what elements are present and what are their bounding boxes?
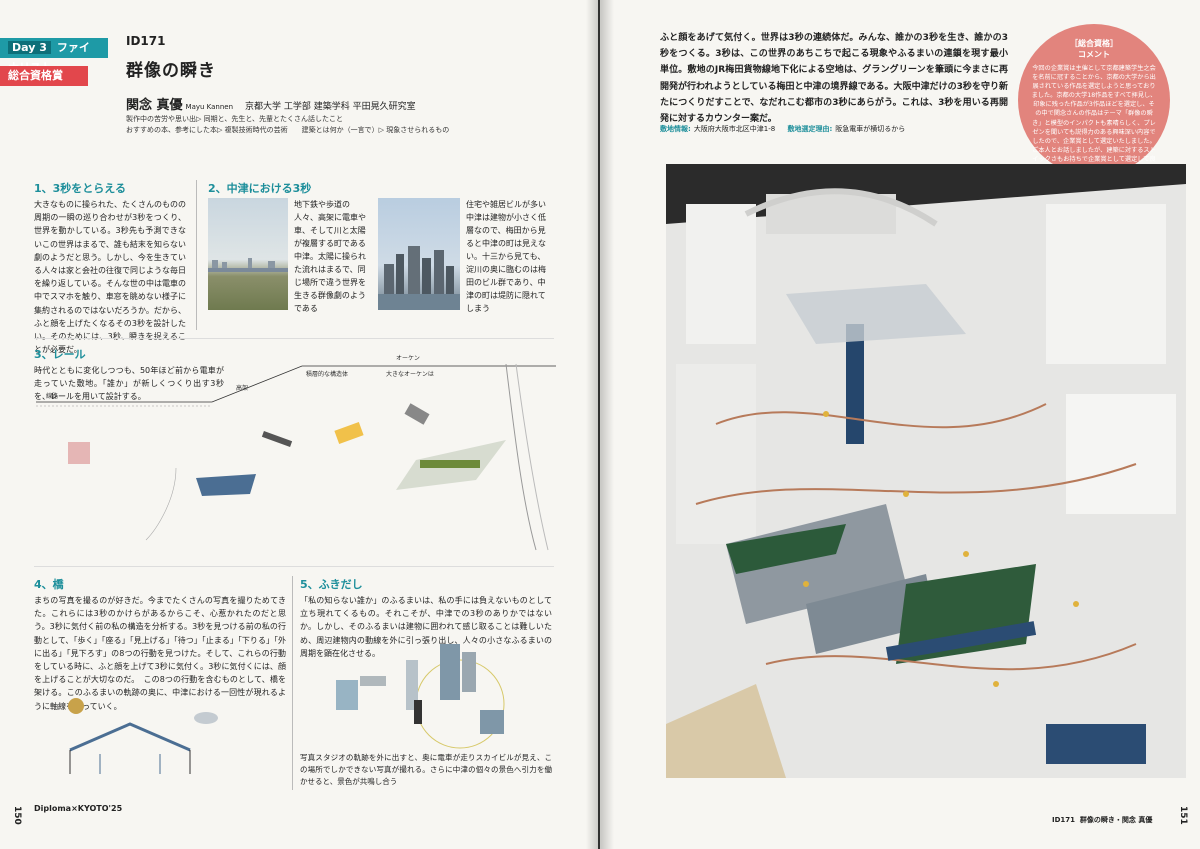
- section-divider: [34, 338, 554, 339]
- left-folio: Diploma×KYOTO'25: [34, 804, 123, 813]
- rail-diagram: 線路 高架 オーケン 積層的な構造体 大きなオーケンは: [36, 355, 556, 551]
- meta-line-1: 製作中の苦労や思い出▷ 同期と、先生と、先輩とたくさん話したこと: [126, 115, 344, 123]
- left-page: Day 3ファイナリスト 総合資格賞 ID171 群像の瞬き 関念 真優Mayu…: [0, 0, 598, 849]
- prize-tag: 総合資格賞: [0, 66, 88, 86]
- section-2-heading: 2、中津における3秒: [208, 182, 312, 195]
- meta-line-2: おすすめの本、参考にした本▷ 複製技術時代の芸術 建築とは何か（一言で）▷ 現象…: [126, 126, 450, 134]
- site-info: 敷地情報:大阪府大阪市北区中津1-8 敷地選定理由:阪急電車が横切るから: [660, 124, 915, 134]
- footer-id: ID171: [1052, 816, 1076, 824]
- riverside-illustration: [208, 258, 288, 272]
- author-name: 関念 真優: [126, 98, 183, 113]
- day-tag: Day 3ファイナリスト: [0, 38, 108, 74]
- section-5-caption: 写真スタジオの軌跡を外に出すと、奥に電車が走りスカイビルが見え、この場所でしかで…: [300, 753, 552, 786]
- right-page-number: 151: [1178, 806, 1188, 825]
- section-1-text: 大きなものに操られた、たくさんのものの周期の一瞬の巡り合わせが3秒をつくり、世界…: [34, 200, 186, 355]
- section-2-text-b: 住宅や雑居ビルが多い中津は建物が小さく低層なので、梅田から見ると中津の町は見えな…: [466, 200, 546, 313]
- section-3-text: 時代とともに変化しつつも、50年ほど前から電車が走っていた敷地。「誰か」が新しく…: [34, 366, 224, 402]
- section-3-heading: 3、レール: [34, 348, 86, 361]
- comment-heading: ［総合資格］: [1070, 39, 1118, 48]
- left-page-number: 150: [12, 806, 22, 825]
- section-1-heading: 1、3秒をとらえる: [34, 182, 126, 195]
- rail-label-layered: 積層的な構造体: [306, 370, 348, 378]
- sponsor-comment-circle: ［総合資格］ コメント 今回の企業賞は主催として京都建築学生之会を名前に冠するこ…: [1018, 24, 1170, 176]
- comment-text: 今回の企業賞は主催として京都建築学生之会を名前に冠することから、京都の大学から出…: [1031, 65, 1157, 172]
- column-divider: [196, 180, 197, 330]
- reason-label: 敷地選定理由:: [787, 125, 833, 133]
- author-roman: Mayu Kannen: [185, 103, 234, 111]
- right-footer: ID171 群像の瞬き・関念 真優: [1052, 815, 1152, 825]
- project-title: 群像の瞬き: [126, 61, 216, 81]
- bridge-diagram: [68, 698, 218, 774]
- reason-value: 阪急電車が横切るから: [835, 125, 906, 133]
- comment-subheading: コメント: [1078, 50, 1110, 59]
- site-value: 大阪府大阪市北区中津1-8: [693, 125, 776, 133]
- section-2-text-a: 地下鉄や歩道の人々、高架に電車や車、そして川と太陽が複層する町である中津。太陽に…: [294, 200, 366, 313]
- section-5-text: 「私の知らない誰か」のふるまいは、私の手には負えないものとして立ち現れてくるもの…: [300, 596, 552, 658]
- fukidashi-diagram: [336, 644, 505, 749]
- column-divider: [292, 576, 293, 790]
- nakatsu-riverside-photo: [208, 198, 288, 310]
- skyline-illustration: [378, 246, 460, 310]
- section-4-heading: 4、橋: [34, 578, 64, 591]
- rail-label-curtain: オーケン: [396, 355, 420, 362]
- rail-label-viaduct: 高架: [236, 384, 248, 392]
- model-photo: [666, 164, 1186, 778]
- right-intro-text: ふと顔をあげて気付く。世界は3秒の連続体だ。みんな、誰かの3秒を生き、誰かの3秒…: [660, 33, 1008, 125]
- section-5-heading: 5、ふきだし: [300, 578, 363, 591]
- site-label: 敷地情報:: [660, 125, 691, 133]
- umeda-skyline-photo: [378, 198, 460, 310]
- footer-title: 群像の瞬き・関念 真優: [1079, 816, 1153, 824]
- section-divider: [34, 566, 554, 567]
- rail-label-track: 線路: [46, 392, 58, 400]
- rail-label-large: 大きなオーケンは: [386, 370, 434, 378]
- project-id: ID171: [126, 34, 166, 48]
- right-page: ふと顔をあげて気付く。世界は3秒の連続体だ。みんな、誰かの3秒を生き、誰かの3秒…: [600, 0, 1200, 849]
- author-affiliation: 京都大学 工学部 建築学科 平田晃久研究室: [245, 102, 416, 112]
- architectural-model-illustration: [666, 164, 1186, 778]
